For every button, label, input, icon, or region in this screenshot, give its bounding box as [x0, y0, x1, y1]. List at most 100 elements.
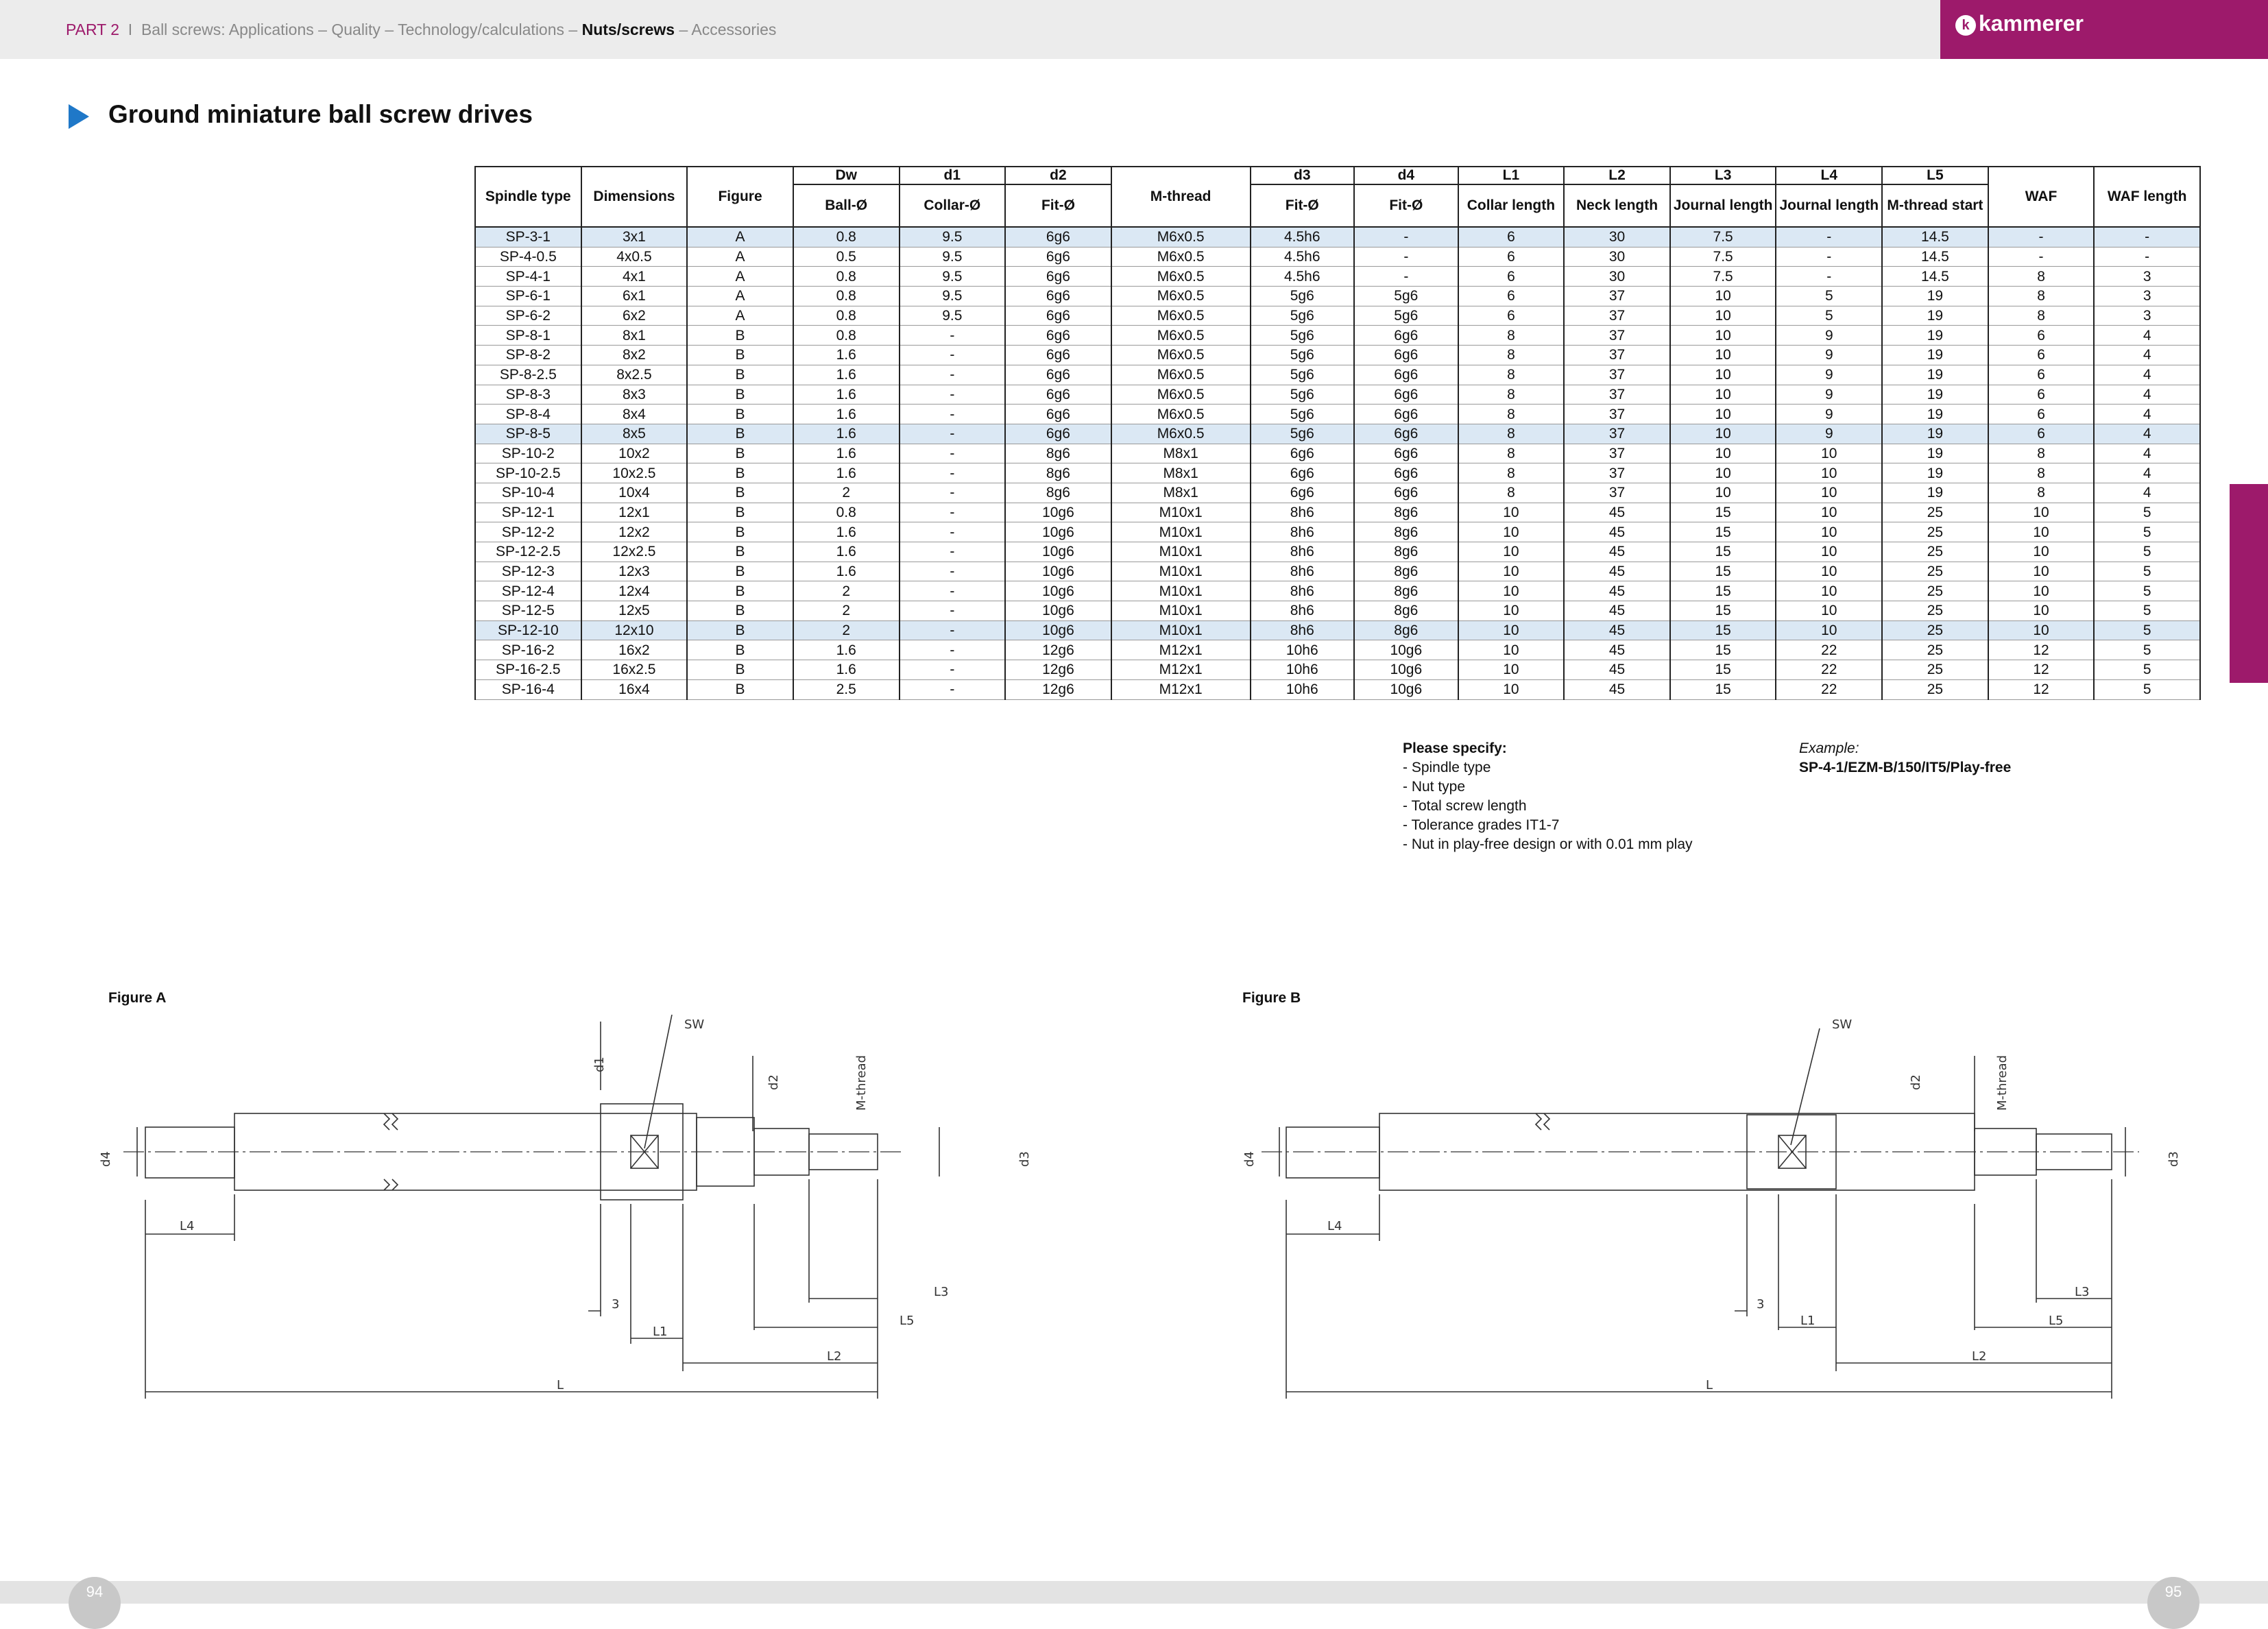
table-cell: -: [898, 423, 1006, 444]
table-cell: 10: [1457, 620, 1565, 641]
table-cell: 12x3: [580, 561, 688, 582]
table-cell: SP-8-2.5: [474, 364, 582, 385]
table-cell: -: [898, 640, 1006, 661]
table-cell: 7.5: [1669, 266, 1777, 287]
table-cell: M6x0.5: [1110, 266, 1251, 287]
table-cell: 45: [1563, 502, 1671, 523]
breadcrumb-part[interactable]: PART 2: [66, 21, 119, 38]
table-cell: -: [1987, 246, 2095, 267]
table-cell: 6: [1457, 305, 1565, 326]
table-cell: 45: [1563, 601, 1671, 621]
label-l2: L2: [827, 1349, 841, 1364]
table-cell: M8x1: [1110, 443, 1251, 464]
table-cell: SP-4-1: [474, 266, 582, 287]
table-cell: 22: [1775, 679, 1883, 700]
table-cell: B: [686, 463, 794, 483]
table-cell: M6x0.5: [1110, 325, 1251, 346]
table-cell: SP-6-1: [474, 286, 582, 306]
table-cell: 12g6: [1004, 660, 1112, 680]
table-cell: 12g6: [1004, 679, 1112, 700]
table-cell: 5: [1775, 305, 1883, 326]
chapter-tab[interactable]: [2230, 484, 2268, 683]
table-cell: 8: [1457, 325, 1565, 346]
table-cell: M6x0.5: [1110, 226, 1251, 248]
table-cell: -: [898, 345, 1006, 365]
table-cell: 10: [1775, 522, 1883, 542]
table-cell: M12x1: [1110, 660, 1251, 680]
table-cell: 4: [2093, 345, 2201, 365]
table-cell: 5: [2093, 502, 2201, 523]
label-d1: d1: [592, 1057, 607, 1072]
specify-item: - Nut in play-free design or with 0.01 m…: [1403, 836, 1693, 852]
table-cell: 4: [2093, 482, 2201, 503]
table-cell: SP-12-2: [474, 522, 582, 542]
table-cell: 7.5: [1669, 226, 1777, 248]
table-cell: -: [898, 384, 1006, 405]
table-cell: 10: [1669, 404, 1777, 424]
specify-item: - Nut type: [1403, 779, 1466, 795]
table-cell: 37: [1563, 482, 1671, 503]
table-cell: 4: [2093, 443, 2201, 464]
breadcrumb-current[interactable]: Nuts/screws: [581, 21, 675, 38]
breadcrumb-trail[interactable]: Ball screws: Applications – Quality – Te…: [141, 21, 578, 38]
table-cell: SP-3-1: [474, 226, 582, 248]
table-cell: 3: [2093, 286, 2201, 306]
label-sw: SW: [684, 1017, 704, 1032]
table-cell: 45: [1563, 679, 1671, 700]
table-cell: 6g6: [1004, 246, 1112, 267]
table-cell: 9: [1775, 404, 1883, 424]
table-cell: 37: [1563, 423, 1671, 444]
table-cell: 9.5: [898, 246, 1006, 267]
table-cell: B: [686, 679, 794, 700]
table-cell: 6: [1457, 286, 1565, 306]
table-cell: SP-8-5: [474, 423, 582, 444]
table-cell: SP-8-3: [474, 384, 582, 405]
table-cell: M6x0.5: [1110, 286, 1251, 306]
label-l3: L3: [2075, 1285, 2089, 1299]
table-cell: 8: [1987, 286, 2095, 306]
breadcrumb: PART 2 I Ball screws: Applications – Qua…: [66, 21, 776, 39]
table-cell: 19: [1881, 345, 1989, 365]
table-cell: 6g6: [1004, 345, 1112, 365]
table-cell: 15: [1669, 660, 1777, 680]
table-cell: 10: [1775, 561, 1883, 582]
table-cell: 5g6: [1249, 345, 1355, 365]
table-cell: 1.6: [792, 443, 900, 464]
th-waf: WAF: [1987, 166, 2095, 228]
table-cell: 10g6: [1004, 502, 1112, 523]
logo-text: kammerer: [1979, 11, 2084, 36]
table-cell: 19: [1881, 404, 1989, 424]
specify-item: - Total screw length: [1403, 798, 1527, 814]
table-cell: 25: [1881, 601, 1989, 621]
table-cell: 8h6: [1249, 522, 1355, 542]
table-cell: 6: [1987, 345, 2095, 365]
table-cell: 10g6: [1004, 522, 1112, 542]
table-cell: 6g6: [1004, 404, 1112, 424]
table-cell: 6g6: [1353, 345, 1459, 365]
table-cell: 8x1: [580, 325, 688, 346]
table-cell: 10: [1987, 502, 2095, 523]
table-cell: 8h6: [1249, 502, 1355, 523]
th-waf-length: WAF length: [2093, 166, 2201, 228]
shaft-journal-right: [808, 1133, 878, 1170]
table-cell: B: [686, 404, 794, 424]
order-example: Example: SP-4-1/EZM-B/150/IT5/Play-free: [1799, 739, 2011, 777]
label-d2: d2: [767, 1074, 781, 1090]
table-cell: 10: [1669, 482, 1777, 503]
table-cell: M6x0.5: [1110, 246, 1251, 267]
table-cell: 5g6: [1353, 305, 1459, 326]
table-cell: 15: [1669, 581, 1777, 602]
table-cell: 45: [1563, 522, 1671, 542]
label-l3: L3: [934, 1285, 948, 1299]
table-cell: 1.6: [792, 364, 900, 385]
th-d4: d4: [1353, 166, 1459, 185]
th-d3: d3: [1249, 166, 1355, 185]
table-cell: 30: [1563, 246, 1671, 267]
table-cell: 10: [1987, 601, 2095, 621]
table-cell: 2: [792, 620, 900, 641]
table-cell: SP-8-4: [474, 404, 582, 424]
breadcrumb-trail-after[interactable]: – Accessories: [679, 21, 777, 38]
figure-a-drawing: SW d1 d2 M-thread d4 d3 L4 3 L1 L3 L5 L2…: [99, 1015, 1032, 1399]
